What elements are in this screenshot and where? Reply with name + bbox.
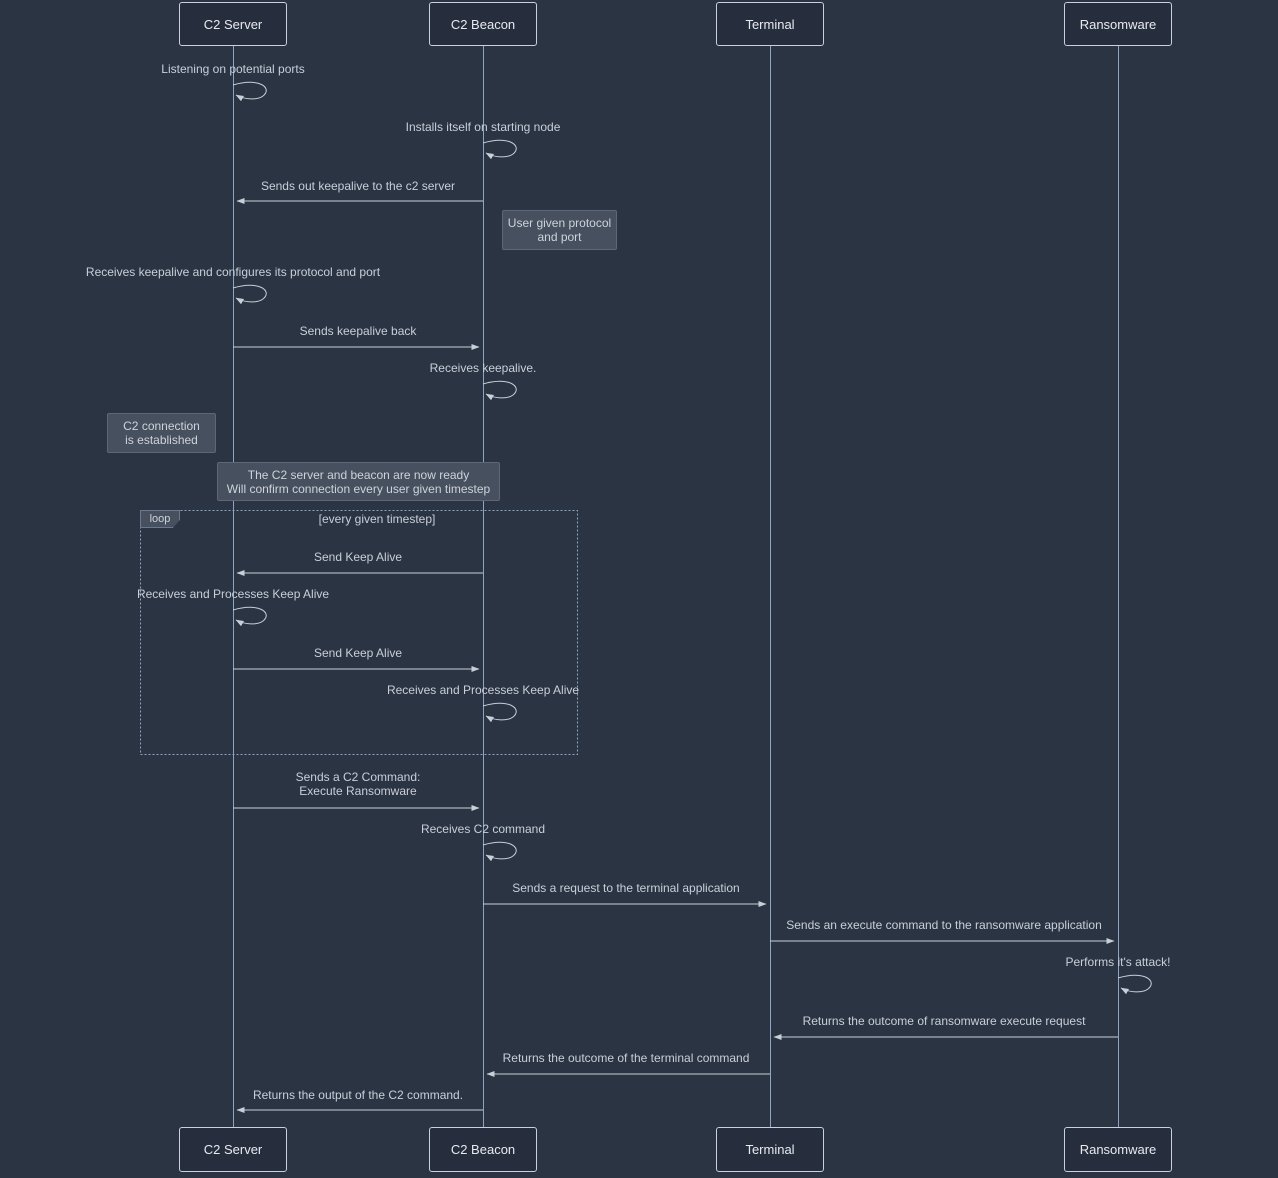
message-label: Performs it's attack! [1065, 955, 1171, 969]
participant-box-terminal-bottom: Terminal [716, 1127, 824, 1172]
loop-frame [140, 510, 578, 755]
loop-condition: [every given timestep] [318, 512, 436, 526]
message-label: Sends keepalive back [299, 324, 417, 338]
participant-box-ransomware-top: Ransomware [1064, 2, 1172, 46]
message-label: Receives and Processes Keep Alive [136, 587, 330, 601]
self-loop-arrow [482, 380, 517, 401]
self-loop-arrow [482, 139, 517, 160]
message-label: Returns the outcome of the terminal comm… [502, 1051, 750, 1065]
participant-box-ransomware-bottom: Ransomware [1064, 1127, 1172, 1172]
note-connection-established: C2 connection is established [107, 413, 216, 453]
message-label: Send Keep Alive [313, 550, 403, 564]
message-label: Receives C2 command [420, 822, 546, 836]
message-label: Sends a request to the terminal applicat… [512, 881, 740, 895]
message-label: Listening on potential ports [161, 62, 305, 76]
loop-label: loop [140, 510, 180, 528]
message-label: Receives and Processes Keep Alive [386, 683, 580, 697]
message-label: Sends a C2 Command: Execute Ransomware [295, 770, 421, 798]
self-loop-arrow [482, 702, 517, 723]
message-label: Send Keep Alive [313, 646, 403, 660]
participant-box-c2-beacon-top: C2 Beacon [429, 2, 537, 46]
self-loop-arrow [232, 81, 267, 102]
self-loop-arrow [232, 284, 267, 305]
message-label: Sends out keepalive to the c2 server [260, 179, 456, 193]
message-label: Installs itself on starting node [405, 120, 561, 134]
participant-box-c2-server-top: C2 Server [179, 2, 287, 46]
message-label: Returns the outcome of ransomware execut… [802, 1014, 1086, 1028]
self-loop-arrow [482, 841, 517, 862]
participant-box-c2-server-bottom: C2 Server [179, 1127, 287, 1172]
message-label: Returns the output of the C2 command. [252, 1088, 464, 1102]
message-label: Sends an execute command to the ransomwa… [786, 918, 1102, 932]
participant-box-terminal-top: Terminal [716, 2, 824, 46]
note-user-protocol: User given protocol and port [502, 210, 617, 250]
note-ready-confirm: The C2 server and beacon are now ready W… [217, 462, 500, 501]
message-label: Receives keepalive and configures its pr… [85, 265, 381, 279]
message-label: Receives keepalive. [429, 361, 537, 375]
self-loop-arrow [232, 606, 267, 627]
self-loop-arrow [1117, 974, 1152, 995]
participant-box-c2-beacon-bottom: C2 Beacon [429, 1127, 537, 1172]
